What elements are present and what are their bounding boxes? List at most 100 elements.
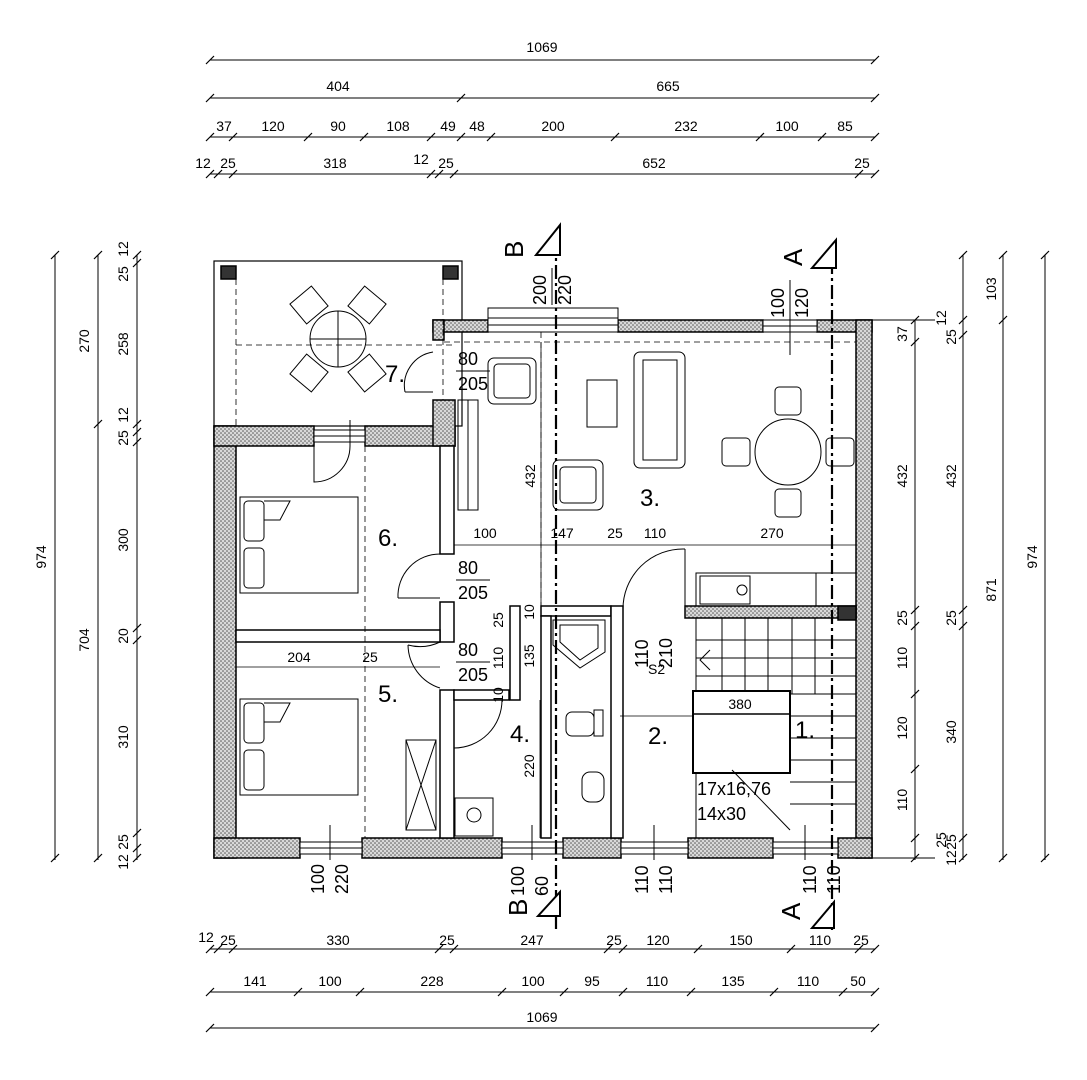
dim-label: 220 [521,754,537,778]
dim-label: 150 [729,932,753,948]
dim-label: 110 [809,932,832,948]
top-dimensions: 1069 404 665 37 120 90 108 49 48 200 232… [195,39,870,171]
dim-label: 110 [646,973,669,989]
section-label-a-bottom: A [776,902,806,920]
room-number: 5. [378,681,398,708]
dim-label: 25 [943,610,959,626]
window-label: 220 [332,864,352,894]
interior-dimensions: 432 100 147 25 110 270 204 25 25 10 110 … [287,464,784,778]
dim-label: 25 [362,649,378,665]
door-label-d6-width: 80 [458,558,478,578]
dim-overall-right: 974 [1024,545,1040,569]
dim-label: 110 [894,789,910,812]
room-number: 4. [510,721,530,748]
dim-label: 25 [438,155,454,171]
dim-label: 25 [439,932,455,948]
window-labels: 200 220 100 120 100 220 100 60 110 110 1… [308,268,844,896]
dimension-lines [54,59,1046,1029]
door-label-d7-width: 80 [458,349,478,369]
door-label-d7-height: 205 [458,374,488,394]
window-label: 100 [768,288,788,318]
dim-label: 85 [837,118,853,134]
window-label: 110 [800,865,820,894]
dim-label: 12 [115,854,131,870]
window-label: 200 [530,275,550,305]
dim-label: 90 [330,118,346,134]
room-number: 1. [795,717,815,744]
dim-label: 12 [198,929,214,945]
dim-label: 25 [606,932,622,948]
dim-label: 135 [721,973,745,989]
dim-label: 20 [115,628,131,644]
dim-label: 37 [894,326,910,342]
window-label: 100 [508,866,528,896]
dim-label: 432 [522,464,538,488]
dim-label: 12 [933,310,949,326]
dim-label: 25 [490,612,506,628]
door-swings [313,351,686,749]
dim-overall-top: 1069 [526,39,557,55]
stair-spec-treads: 14x30 [697,804,746,824]
furniture [239,285,857,838]
dim-label: 270 [760,525,784,541]
dim-label: 25 [853,932,869,948]
dim-label: 330 [326,932,350,948]
left-dimensions: 974 704 270 300 310 25 12 258 12 25 20 2… [33,241,131,870]
window-label: 120 [792,288,812,318]
dim-label: 665 [656,78,680,94]
dim-label: 318 [323,155,347,171]
window-label: 220 [555,275,575,305]
dim-label: 25 [220,932,236,948]
dim-label: 110 [797,973,820,989]
window-label: 100 [308,864,328,894]
dim-label: 432 [894,464,910,488]
dim-label: 247 [520,932,544,948]
right-dimensions: 974 103 871 432 25 340 12 25 12 25 37 43… [894,277,1040,866]
dim-label: 103 [983,277,999,301]
dim-label: 100 [318,973,342,989]
dim-label: 25 [854,155,870,171]
dim-label: 147 [550,525,574,541]
dim-label: 25 [943,834,959,850]
dim-label: 432 [943,464,959,488]
dim-label: 25 [933,832,949,848]
dim-label: 300 [115,528,131,552]
dim-label: 200 [541,118,565,134]
dim-label: 10 [521,604,537,620]
room-numbers: 1. 2. 3. 4. 5. 6. 7. [378,361,815,750]
dim-label: 12 [413,151,429,167]
door-labels: 80 205 80 205 80 205 110 210 S2 [456,349,676,685]
dim-label: 340 [943,720,959,744]
stair-width-label: 380 [728,696,752,712]
dim-label: 100 [521,973,545,989]
window-label: 110 [656,865,676,894]
section-label-b-bottom: B [503,899,533,916]
room-number: 2. [648,723,668,750]
dim-label: 404 [326,78,350,94]
dim-label: 48 [469,118,485,134]
room-number: 7. [385,361,405,388]
dim-overall-bottom: 1069 [526,1009,557,1025]
dim-label: 120 [894,716,910,740]
door-label-d5-height: 205 [458,665,488,685]
stair-spec-risers: 17x16,76 [697,779,771,799]
dim-label: 110 [490,647,506,670]
dim-label: 25 [115,266,131,282]
dim-label: 12 [115,407,131,423]
dim-label: 120 [646,932,670,948]
dim-label: 100 [473,525,497,541]
dim-label: 25 [115,430,131,446]
dim-label: 110 [894,647,910,670]
window-label: 110 [632,865,652,894]
dim-label: 258 [115,332,131,356]
dim-label: 204 [287,649,311,665]
dim-label: 12 [195,155,211,171]
dim-label: 95 [584,973,600,989]
dim-label: 25 [894,610,910,626]
dim-label: 704 [76,628,92,652]
dim-label: 310 [115,725,131,749]
dim-label: 50 [850,973,866,989]
dim-label: 141 [243,973,267,989]
dim-label: 12 [943,850,959,866]
room-number: 6. [378,525,398,552]
